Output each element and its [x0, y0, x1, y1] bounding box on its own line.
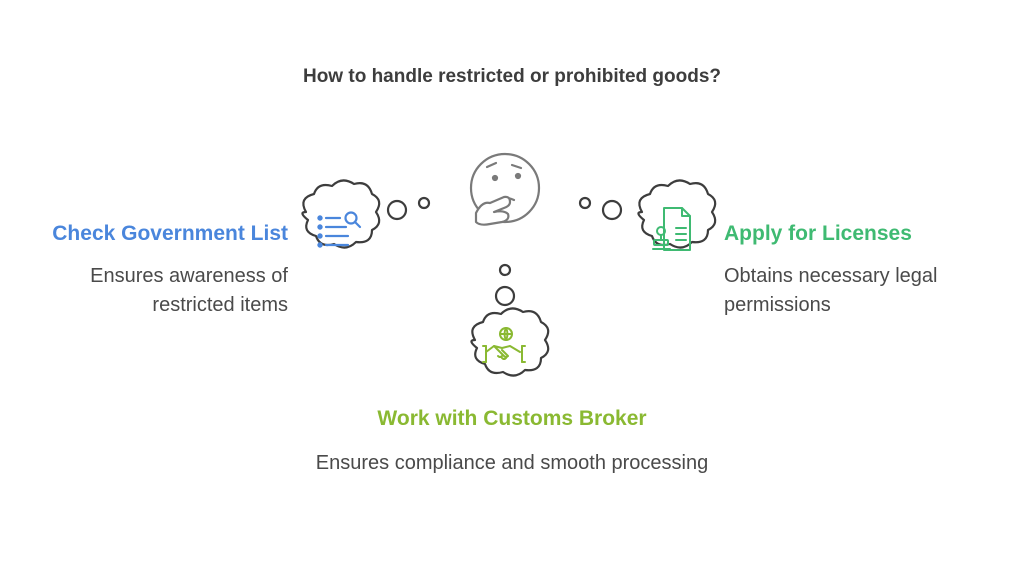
license-document-icon: [652, 207, 691, 251]
cloud-left: [301, 179, 381, 249]
option-title-check-government-list: Check Government List: [52, 222, 288, 245]
thought-bubbles-bottom: [494, 263, 516, 307]
thinking-face-icon: [469, 152, 541, 226]
option-title-apply-for-licenses: Apply for Licenses: [724, 222, 912, 245]
option-desc-check-government-list: Ensures awareness of restricted items: [90, 265, 288, 316]
cloud-bottom: [470, 307, 550, 377]
cloud-right: [637, 179, 717, 251]
option-title-work-with-customs-broker: Work with Customs Broker: [377, 407, 647, 430]
option-desc-apply-for-licenses: Obtains necessary legal permissions: [724, 265, 938, 316]
list-search-icon: [317, 211, 362, 248]
diagram-question: How to handle restricted or prohibited g…: [302, 66, 721, 87]
thought-bubbles-left: [386, 196, 431, 221]
option-desc-work-with-customs-broker: Ensures compliance and smooth processing: [315, 452, 709, 474]
handshake-globe-icon: [482, 327, 526, 363]
thought-bubbles-right: [578, 196, 623, 221]
